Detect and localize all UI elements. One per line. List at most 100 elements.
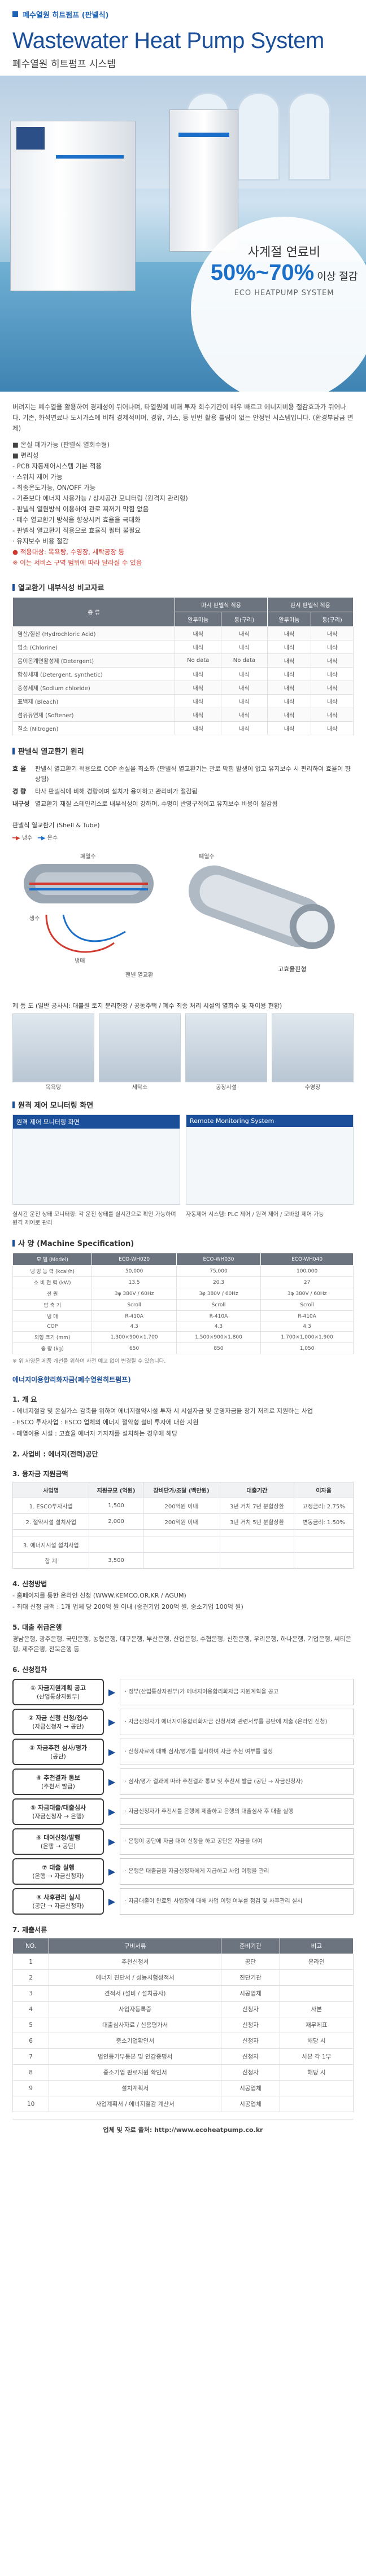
table-cell: 4.3: [260, 1322, 354, 1332]
table-cell: 100,000: [260, 1265, 354, 1277]
table-cell: 해당 시: [279, 2064, 354, 2081]
table-cell: 사본 각 1부: [279, 2048, 354, 2065]
table-cell: 5: [12, 2017, 50, 2033]
table-cell: 내식: [175, 667, 222, 681]
table-cell: 20.3: [176, 1276, 262, 1288]
step-box: ⑥ 대여신청/발행(은행 → 공단): [12, 1828, 104, 1855]
install-caption: 제 품 도 (일반 공사시: 대불원 토지 분리현장 / 공동주택 / 폐수 최…: [12, 1002, 282, 1010]
compare-table: 종 류 마시 판넬식 적용 판시 판넬식 적용 알루미늄 동(구리) 알루미늄 …: [12, 597, 354, 735]
table-cell: 내식: [267, 653, 312, 668]
footer-contact: 업체 및 자료 출처: http://www.ecoheatpump.co.kr: [12, 2119, 354, 2134]
table-cell: R-410A: [176, 1310, 262, 1322]
step-box: ① 자금지원계획 공고(산업통상자원부): [12, 1679, 104, 1705]
support-heading: 3. 융자금 지원금액: [12, 1470, 68, 1478]
arrow-right-icon: ▶: [108, 1717, 116, 1727]
table-cell: 1. ESCO투자사업: [12, 1498, 90, 1514]
table-cell: 10: [12, 2096, 50, 2112]
table-row: [12, 1529, 354, 1537]
table-cell: [89, 1529, 143, 1537]
step-sub: (추천서 발급): [41, 1783, 75, 1790]
step-description: · 정부(산업통상자원부)가 에너지이용합리화자금 지원계획을 공고: [120, 1679, 354, 1705]
step-box: ⑧ 사후관리 실시(공단 → 자금신청자): [12, 1888, 104, 1915]
support-text: - 폐열이용 시설 : 고효율 에너지 기자재를 설치하는 경우에 해당: [12, 1430, 178, 1437]
table-cell: 2. 절약시설 설치사업: [12, 1513, 90, 1530]
table-cell: 1,700×1,000×1,900: [260, 1331, 354, 1343]
column-header: 모 델 (Model): [12, 1253, 93, 1266]
table-cell: 내식: [175, 681, 222, 695]
heat-exchanger-diagram: 판넬식 열교환기 (Shell & Tube) ━▶ 냉수 ━▶ 온수 폐열수 …: [12, 820, 354, 995]
table-cell: Scroll: [260, 1299, 354, 1311]
support-text: 경남은행, 광주은행, 국민은행, 농협은행, 대구은행, 부산은행, 산업은행…: [12, 1635, 352, 1653]
plate-end-inner: [296, 910, 328, 942]
step-box: ② 자금 신청 신청/접수(자금신청자 → 공단): [12, 1709, 104, 1735]
table-cell: 질소 (Nitrogen): [12, 721, 176, 735]
monitor-caption: 실시간 운전 상태 모니터링: 각 운전 상태를 실시간으로 확인 가능하며 원…: [12, 1212, 176, 1226]
table-cell: 7: [12, 2048, 50, 2065]
table-cell: 내식: [267, 640, 312, 654]
table-cell: 합성세제 (Detergent, synthetic): [12, 667, 176, 681]
feature-bullet: · 폐수 열교환기 방식을 향상시켜 효율을 극대화: [12, 516, 141, 524]
table-cell: [279, 2096, 354, 2112]
monitor-section: 원격 제어 모니터링 화면 Remote Monitoring System: [12, 1114, 354, 1205]
table-cell: 50,000: [91, 1265, 177, 1277]
diagram-title: 판넬식 열교환기 (Shell & Tube): [12, 822, 100, 829]
procedure-step: ③ 자금추천 심사/평가(공단)▶· 신청자료에 대해 심사/평가를 실시하여 …: [12, 1739, 354, 1765]
step-title: ③ 자금추천 심사/평가: [29, 1744, 87, 1752]
table-cell: 1: [12, 1954, 50, 1970]
arrow-right-icon: ▶: [108, 1776, 116, 1787]
install-section: 제 품 도 (일반 공사시: 대불원 토지 분리현장 / 공동주택 / 폐수 최…: [12, 1001, 354, 1091]
table-cell: 내식: [221, 640, 268, 654]
table-cell: 내식: [267, 626, 312, 640]
arrow-right-icon: ▶: [108, 1806, 116, 1817]
table-cell: Scroll: [91, 1299, 177, 1311]
table-cell: 200억원 이내: [142, 1513, 220, 1530]
column-header: ECO-WH030: [176, 1253, 262, 1266]
table-cell: 중소기업 판로지원 확인서: [49, 2064, 222, 2081]
table-cell: 4: [12, 2001, 50, 2017]
table-cell: 내식: [221, 694, 268, 708]
principle-key: 내구성: [12, 800, 30, 808]
table-cell: 내식: [311, 708, 354, 722]
monitor-screen: 원격 제어 모니터링 화면: [12, 1114, 180, 1205]
column-header: 사업명: [12, 1482, 90, 1498]
diagram-label: 고효율판형: [278, 966, 307, 973]
table-cell: 3φ 380V / 60Hz: [91, 1288, 177, 1300]
diagram-label: 폐열수: [199, 853, 215, 860]
table-cell: 4.3: [176, 1322, 262, 1332]
table-cell: 내식: [221, 626, 268, 640]
table-cell: 3. 에너지시설 설치사업: [12, 1537, 90, 1553]
install-photo: 공장시설: [185, 1013, 267, 1091]
step-description: · 신청자료에 대해 심사/평가를 실시하여 자금 추천 여부를 결정: [120, 1739, 354, 1765]
column-header: 마시 판넬식 적용: [175, 597, 268, 612]
step-sub: (산업통상자원부): [37, 1693, 80, 1700]
diagram-label: 폐열수: [80, 853, 96, 860]
step-title: ⑧ 사후관리 실시: [36, 1894, 80, 1901]
table-cell: 6: [12, 2033, 50, 2049]
step-description: · 자금신청자가 추천서를 은행에 제출하고 은행의 대출심사 후 대출 실행: [120, 1798, 354, 1825]
table-cell: [142, 1537, 220, 1553]
arch-window: [237, 93, 280, 181]
table-cell: 해당 시: [279, 2033, 354, 2049]
brand-text: ECO HEATPUMP SYSTEM: [234, 289, 334, 297]
heat-pump-unit: [169, 109, 238, 252]
photo-label: 수영장: [304, 1085, 321, 1091]
table-cell: 내식: [221, 667, 268, 681]
support-text: - ESCO 투자사업 : ESCO 업체의 에너지 절약형 설비 투자에 대한…: [12, 1419, 199, 1426]
table-cell: 사업자등록증: [49, 2001, 222, 2017]
table-cell: 1,050: [260, 1342, 354, 1354]
table-cell: 중소기업확인서: [49, 2033, 222, 2049]
table-cell: [89, 1537, 143, 1553]
install-photo: 세탁소: [99, 1013, 181, 1091]
table-cell: R-410A: [260, 1310, 354, 1322]
step-box: ⑤ 자금대출/대출심사(자금신청자 → 은행): [12, 1798, 104, 1825]
table-cell: 내식: [267, 721, 312, 735]
